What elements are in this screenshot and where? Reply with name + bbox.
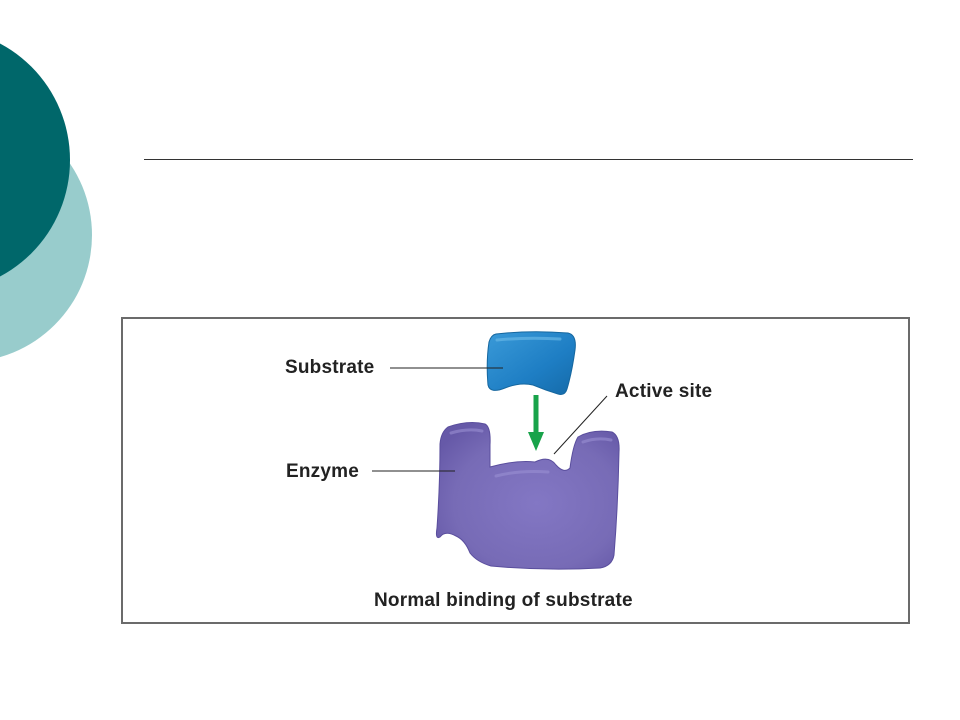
decorative-circles <box>0 43 92 358</box>
binding-arrow-head <box>528 432 544 451</box>
substrate-shape <box>486 331 576 395</box>
enzyme-highlight <box>449 428 613 478</box>
enzyme-shape <box>435 422 620 570</box>
active-site-leader-line <box>553 395 608 455</box>
substrate-label: Substrate <box>285 357 375 378</box>
dark-teal-circle <box>0 43 70 277</box>
substrate-highlight <box>495 336 562 342</box>
enzyme-label: Enzyme <box>286 461 360 482</box>
active-site-label: Active site <box>615 381 713 402</box>
figure-caption: Normal binding of substrate <box>374 590 633 611</box>
title-divider <box>144 159 913 160</box>
